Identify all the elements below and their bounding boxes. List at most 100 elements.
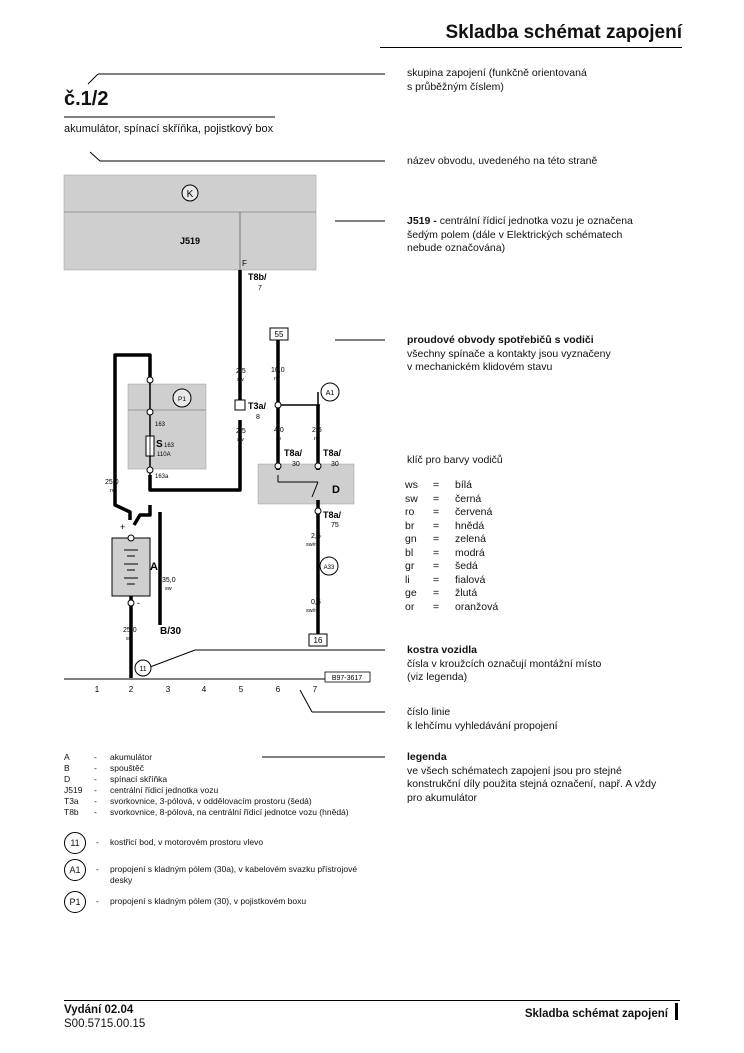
a1-label: A1 (326, 390, 335, 397)
legend-text: spínací skříňka (110, 774, 168, 784)
legend-dash: - (94, 763, 97, 773)
legend-circle-text: kostřicí bod, v motorovém prostoru vlevo (110, 837, 264, 847)
legend-text: svorkovnice, 8-pólová, na centrální řídi… (110, 807, 349, 817)
color-key-row: gr=šedá (405, 560, 504, 574)
legend-code: B (64, 763, 70, 773)
color-key-code: or (405, 600, 415, 613)
color-key-row: ro=červená (405, 506, 504, 520)
d-label: D (332, 484, 340, 496)
ground-11-label: 11 (139, 666, 146, 673)
annotation-colors-title: klíč pro barvy vodičů (407, 454, 503, 466)
ignition-switch (257, 463, 355, 505)
color-key-row: or=oranžová (405, 601, 504, 615)
color-key-eq: = (433, 506, 440, 518)
legend-text: svorkovnice, 3-pólová, v oddělovacím pro… (110, 796, 312, 806)
wire-color: sw/ro (306, 542, 319, 548)
annotation-legend: legenda ve všech schématech zapojení jso… (407, 751, 657, 804)
color-key-name: hnědá (455, 519, 485, 532)
legend-text: spouštěč (110, 763, 145, 773)
color-key-row: ge=žlutá (405, 587, 504, 601)
color-key-code: li (405, 573, 410, 586)
color-key-name: fialová (455, 573, 486, 586)
footer-rule (64, 1000, 680, 1001)
a33-circle-icon (319, 556, 339, 576)
pin-f: F (242, 259, 247, 268)
wire-color: sw (126, 636, 133, 642)
wire-color: sw (165, 586, 172, 592)
footer-bar (675, 1003, 678, 1020)
color-key-code: br (405, 519, 415, 532)
color-key-code: ws (405, 479, 418, 491)
line-number: 4 (202, 685, 207, 694)
color-key-code: gr (405, 560, 415, 572)
legend-code: J519 (64, 785, 83, 795)
fuse-pin: 163a (155, 474, 169, 480)
ref-box-55: 55 (275, 330, 284, 339)
wire-color: sw/ro (306, 608, 319, 614)
line-number: 2 (129, 685, 134, 694)
ground-11-icon (134, 659, 152, 677)
battery-plus: + (120, 522, 125, 532)
t3a-pin: 8 (256, 414, 260, 421)
t8a-pin: 30 (292, 461, 300, 468)
circuit-number: č.1/2 (64, 88, 109, 110)
legend-code: A (64, 752, 70, 762)
legend-row: A - akumulátor (64, 752, 384, 763)
wire-color: ro (314, 436, 319, 442)
color-key-eq: = (433, 587, 440, 599)
annotation-current: proudové obvody spotřebičů s vodiči všec… (407, 334, 611, 373)
circle-legend: 11-kostřicí bod, v motorovém prostoru vl… (64, 832, 394, 918)
annotation-circuit-name: název obvodu, uvedeného na této straně (407, 155, 598, 167)
wire-color: ro (274, 376, 279, 382)
color-key-name: černá (455, 492, 482, 505)
legend-circle-row: P1-propojení s kladným pólem (30), v poj… (64, 891, 394, 913)
fuse-box (127, 383, 207, 470)
legend-dash: - (94, 752, 97, 762)
edition: Vydání 02.04 (64, 1004, 134, 1016)
legend-circle-row: A1-propojení s kladným pólem (30a), v ka… (64, 859, 394, 886)
circuit-name: akumulátor, spínací skříňka, pojistkový … (64, 123, 274, 135)
a1-circle-icon (320, 382, 340, 402)
starter-label: B/30 (160, 626, 182, 637)
legend-row: D-spínací skříňka (64, 774, 384, 785)
legend-text: akumulátor (110, 752, 153, 762)
line-number: 5 (239, 685, 244, 694)
header-rule (380, 47, 682, 48)
color-key-code: ge (405, 587, 417, 599)
control-unit-k-icon (181, 184, 199, 202)
wire-size: 2,5 (312, 427, 322, 434)
color-key-name: oranžová (455, 600, 499, 613)
color-key-code: ro (405, 506, 415, 518)
fuse-pin: 163 (155, 422, 166, 428)
t8a-label: T8a/ (323, 510, 342, 520)
legend-code: D (64, 774, 71, 784)
line-number: 7 (313, 685, 318, 694)
t8a-pin: 75 (331, 522, 339, 529)
legend-dash: - (94, 807, 97, 817)
color-key-row: gn=zelená (405, 533, 504, 547)
legend-circle-icon: 11 (64, 832, 86, 854)
legend-code: T8b (64, 807, 79, 817)
k-symbol: K (187, 189, 194, 200)
color-key-code: bl (405, 546, 414, 559)
annotation-j519: J519 - centrální řídicí jednotka vozu je… (407, 215, 633, 254)
color-key-row: br=hnědá (405, 520, 504, 534)
color-key-eq: = (433, 492, 440, 505)
ref-code: B97-3617 (332, 675, 362, 682)
wire-color: ro (276, 436, 281, 442)
color-key-name: zelená (455, 533, 486, 545)
legend-circle-icon: A1 (64, 859, 86, 881)
color-key-eq: = (433, 573, 440, 586)
wire-color: sw (237, 377, 244, 383)
fuse-label: S (156, 439, 163, 450)
wire-size: 35,0 (162, 577, 176, 584)
doc-number: S00.5715.00.15 (64, 1018, 146, 1030)
page-title: Skladba schémat zapojení (445, 22, 682, 43)
battery-minus: - (137, 598, 140, 608)
color-key-eq: = (433, 546, 440, 559)
p1-circle-icon (172, 388, 192, 408)
t8a-pin: 30 (331, 461, 339, 468)
